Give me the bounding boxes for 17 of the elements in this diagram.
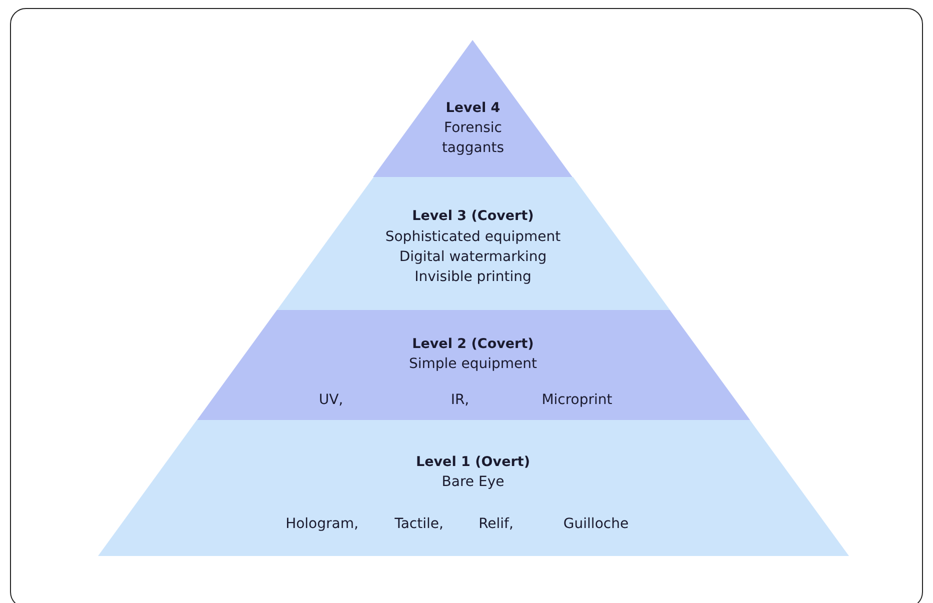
tier-text: Hologram, [286,515,358,534]
tier-text: IR, [450,391,470,410]
tier-heading: Level 2 (Covert) [412,335,534,354]
tier-heading: Level 4 [446,99,500,118]
tier-heading: Level 3 (Covert) [412,207,534,226]
tier-text: Sophisticated equipment [385,228,561,247]
tier-text: UV, [318,391,344,410]
tier-text: Forensic taggants [440,119,506,158]
tier-text: Invisible printing [414,268,532,287]
tier-text: Digital watermarking [399,248,547,267]
tier-text: Microprint [542,391,612,410]
tier-text: Simple equipment [408,355,537,374]
tier-heading: Level 1 (Overt) [416,453,530,472]
tier-text: Tactile, [394,515,444,534]
tier-text: Relif, [478,515,514,534]
tier-text: Bare Eye [442,473,504,492]
tier-text: Guilloche [563,515,629,534]
